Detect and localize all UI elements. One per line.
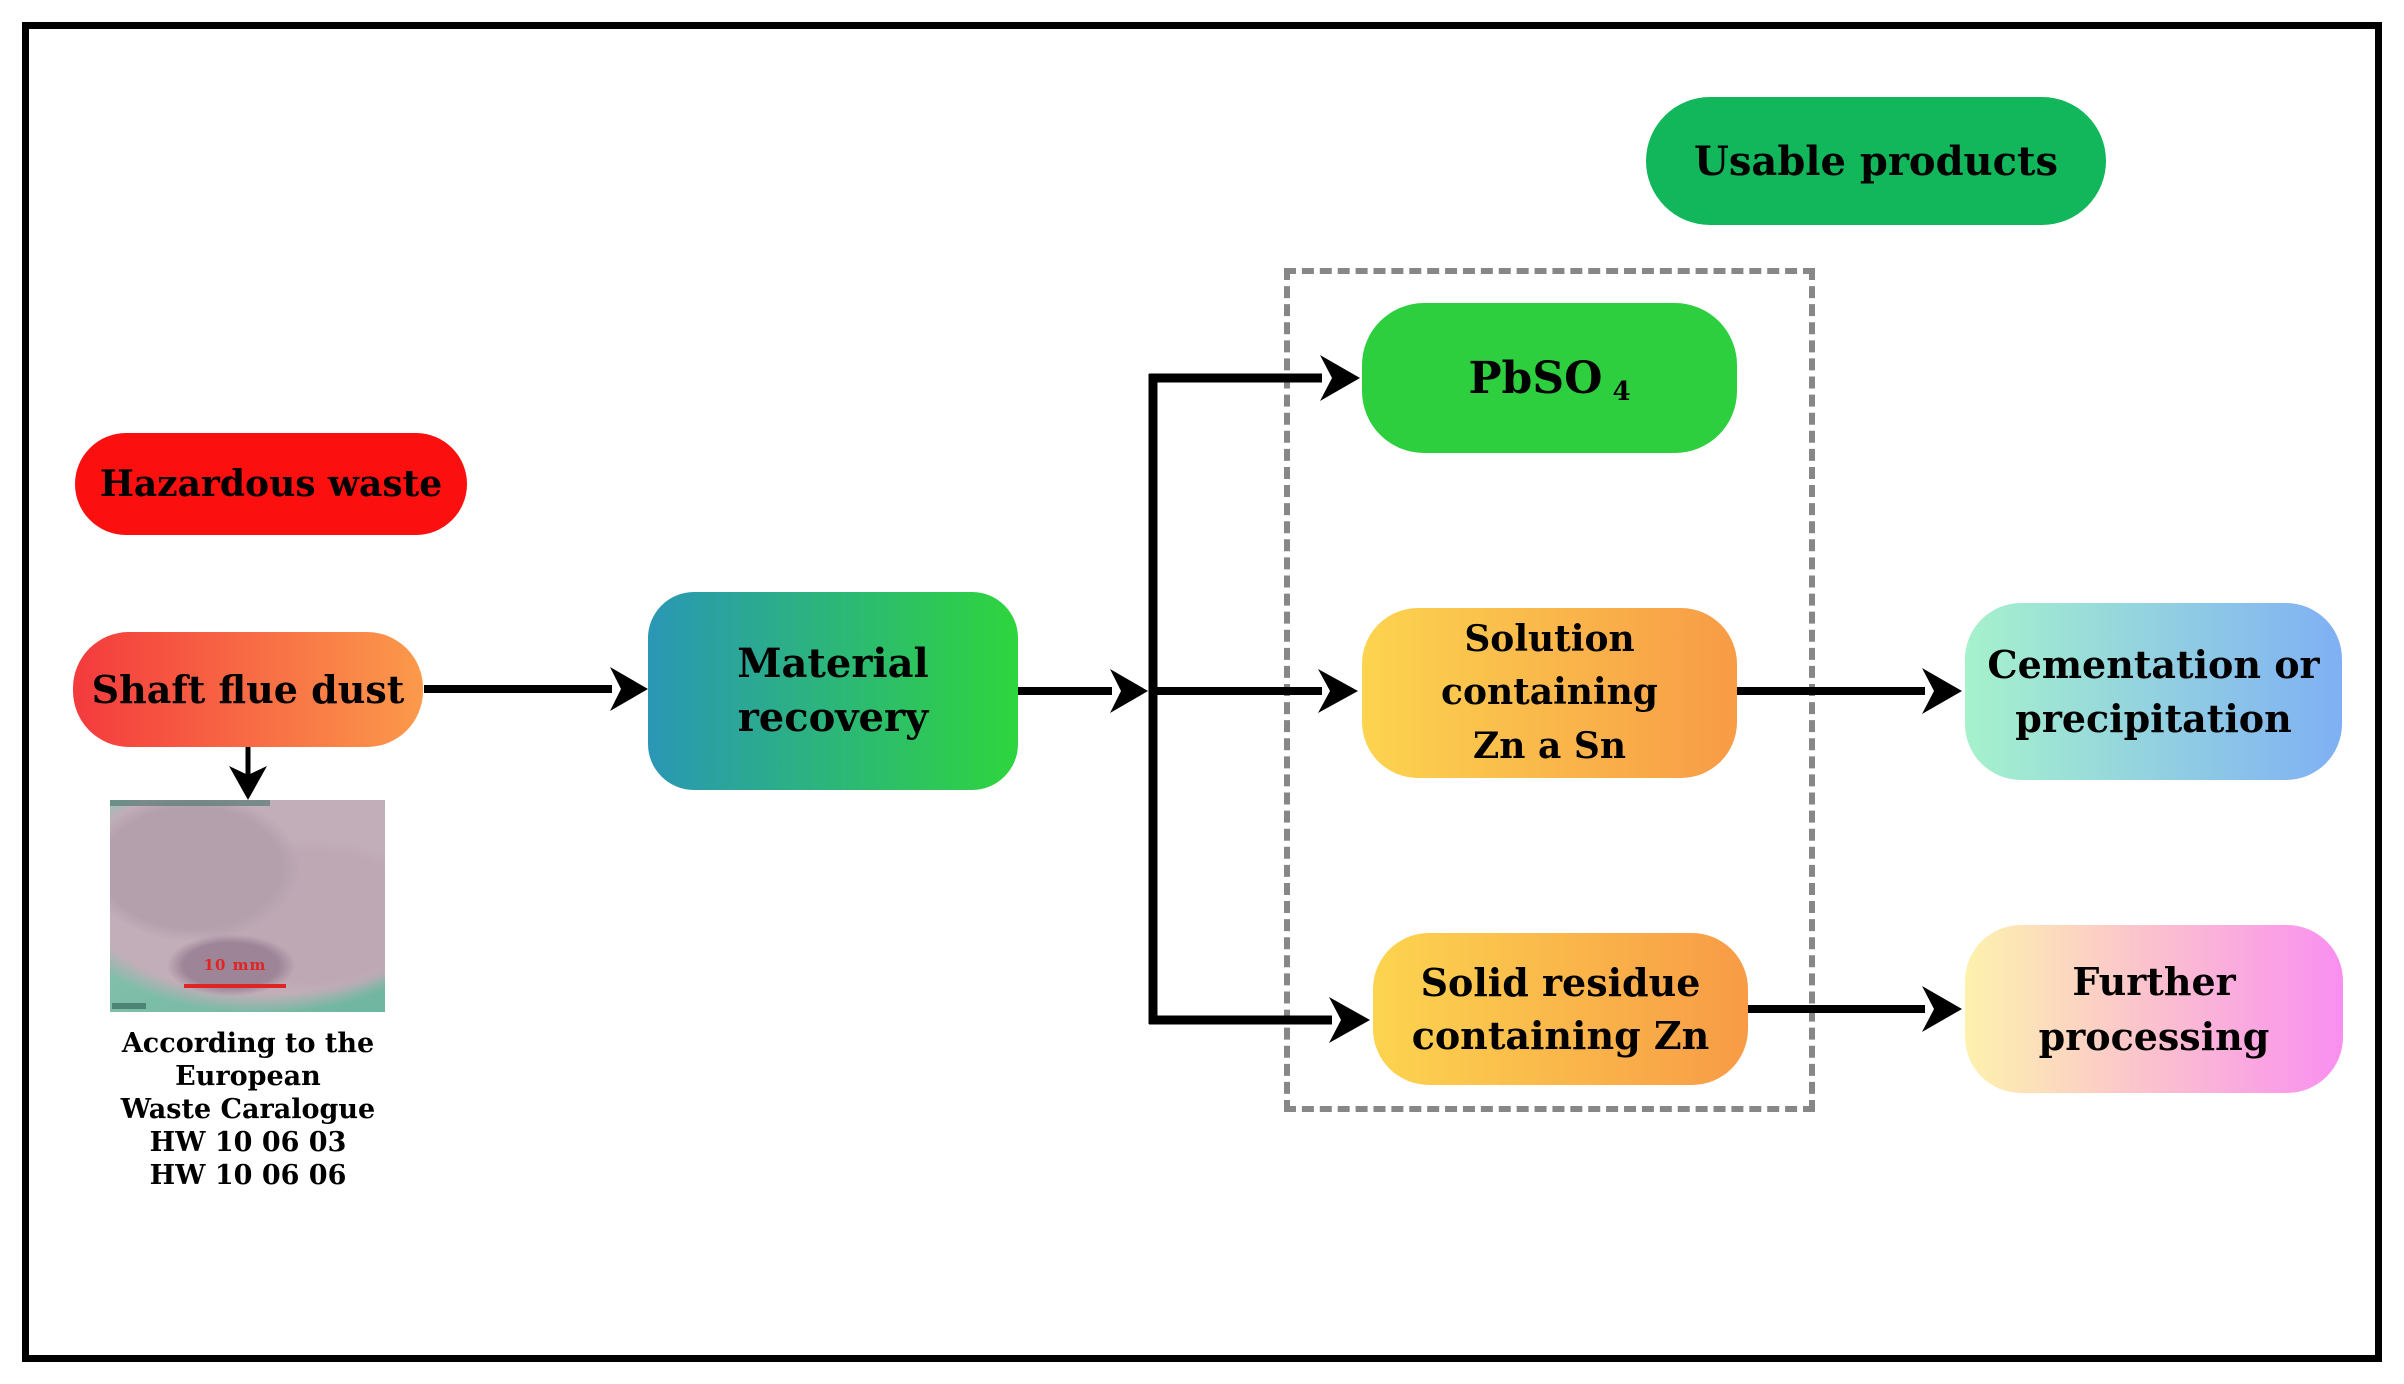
further-processing-label: Further processing: [2038, 958, 2270, 1059]
micrograph-corner-mark: [112, 1003, 146, 1009]
caption-line-1: According to the European: [121, 1028, 375, 1092]
hazardous-waste-legend-pill: Hazardous waste: [75, 433, 467, 535]
usable-products-label: Usable products: [1694, 137, 2058, 185]
cementation-precipitation-node: Cementation or precipitation: [1965, 603, 2342, 780]
material-recovery-label: Material recovery: [737, 640, 929, 741]
cementation-precipitation-label: Cementation or precipitation: [1987, 642, 2320, 741]
solution-zn-sn-node: Solution containing Zn a Sn: [1362, 608, 1737, 778]
micrograph-scale-bar: [184, 984, 286, 988]
caption-line-3: HW 10 06 03: [149, 1126, 347, 1158]
waste-catalogue-caption: According to the European Waste Caralogu…: [58, 1028, 438, 1193]
further-processing-node: Further processing: [1965, 925, 2343, 1093]
micrograph-header-strip: [110, 800, 270, 806]
pbso4-formula: PbSO: [1468, 352, 1603, 404]
solid-residue-zn-label: Solid residue containing Zn: [1411, 959, 1710, 1058]
hazardous-waste-label: Hazardous waste: [99, 463, 443, 505]
solution-zn-sn-label: Solution containing Zn a Sn: [1441, 618, 1658, 767]
usable-products-legend-pill: Usable products: [1646, 97, 2106, 225]
caption-line-2: Waste Caralogue: [120, 1093, 376, 1125]
flue-dust-micrograph-photo: 10 mm: [110, 800, 385, 1012]
material-recovery-node: Material recovery: [648, 592, 1018, 790]
caption-line-4: HW 10 06 06: [149, 1159, 347, 1191]
shaft-flue-dust-node: Shaft flue dust: [73, 632, 423, 747]
shaft-flue-dust-label: Shaft flue dust: [91, 667, 405, 712]
outer-border-frame: [22, 22, 2382, 1362]
pbso4-subscript: 4: [1612, 377, 1631, 407]
micrograph-scale-label: 10 mm: [203, 956, 267, 974]
pbso4-node: PbSO 4: [1362, 303, 1737, 453]
solid-residue-zn-node: Solid residue containing Zn: [1373, 933, 1748, 1085]
